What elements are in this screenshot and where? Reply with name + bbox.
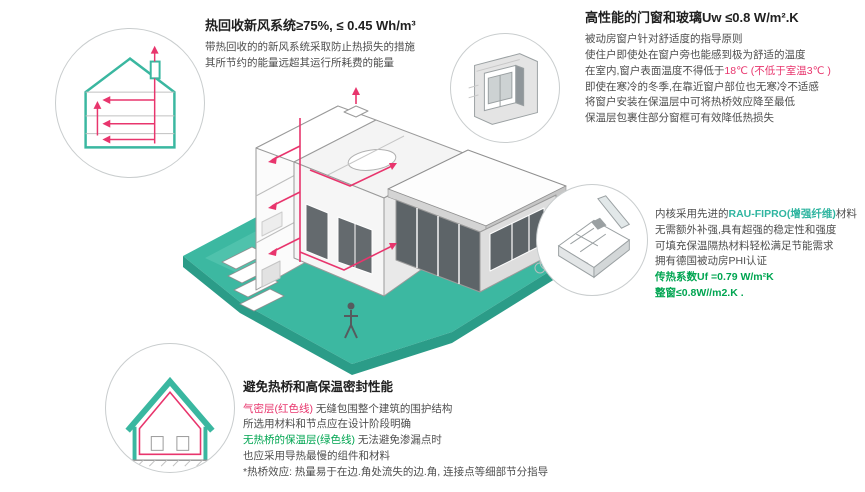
ventilation-body-line1: 带热回收的的新风系统采取防止热损失的措施	[205, 41, 415, 54]
frame-body-line6: 整窗≤0.8W//m2.K .	[655, 286, 744, 299]
thermal-p2-lead: 无热桥的保温层(绿色线)	[243, 434, 355, 447]
thermal-envelope-illustration	[121, 376, 219, 467]
frame-body-line4: 拥有德国被动房PHI认证	[655, 255, 768, 268]
frame-body-line2: 无需额外补强,具有超强的稳定性和强度	[655, 223, 837, 236]
frame-line1-highlight: RAU-FIPRO(增强纤维)	[728, 208, 836, 220]
callout-circle-window-detail	[450, 33, 560, 143]
thermal-callout-text: 避免热桥和高保温密封性能 气密层(红色线) 无缝包围整个建筑的围护结构 所选用材…	[243, 380, 563, 480]
frame-line1-pre: 内核采用先进的	[655, 208, 729, 220]
frame-body-line3: 可填充保温隔热材料轻松满足节能需求	[655, 239, 834, 252]
ventilation-section-illustration	[84, 45, 176, 149]
thermal-p1-line1: 气密层(红色线) 无缝包围整个建筑的围护结构	[243, 403, 452, 415]
window-body-line3-black: 在室内,窗户表面温度不得低于	[585, 64, 725, 77]
window-title: 高性能的门窗和玻璃Uw ≤0.8 W/m².K	[585, 10, 799, 25]
frame-body-line5: 传热系数Uf =0.79 W/m²K	[655, 271, 774, 283]
window-body-line5: 将窗户安装在保温层中可将热桥效应降至最低	[585, 96, 795, 109]
thermal-p1-lead: 气密层(红色线)	[243, 402, 313, 415]
ventilation-title: 热回收新风系统≥75%, ≤ 0.45 Wh/m³	[205, 18, 416, 33]
thermal-p1-line2: 所选用材料和节点应在设计阶段明确	[243, 418, 411, 431]
frame-profile-illustration	[557, 195, 631, 279]
ventilation-ducts	[268, 87, 397, 271]
callout-circle-thermal-bridge	[105, 343, 235, 473]
thermal-p2-line2: 也应采用导热最慢的组件和材料	[243, 449, 390, 462]
person-figure	[344, 302, 358, 339]
callout-circle-frame-profile	[536, 184, 648, 296]
thermal-p2-rest: 无法避免渗漏点时	[355, 434, 442, 447]
window-body-line4: 即使在寒冷的冬季,在靠近窗户部位也无寒冷不适感	[585, 80, 819, 93]
window-callout-text: 高性能的门窗和玻璃Uw ≤0.8 W/m².K 被动房窗户针对舒适度的指导原则 …	[585, 10, 863, 127]
thermal-title: 避免热桥和高保温密封性能	[243, 380, 394, 394]
window-body-line6: 保温层包裹住部分窗框可有效降低热损失	[585, 112, 774, 124]
window-body-line1: 被动房窗户针对舒适度的指导原则	[585, 33, 743, 46]
frame-line1-post: 材料	[835, 208, 857, 220]
ventilation-callout-text: 热回收新风系统≥75%, ≤ 0.45 Wh/m³ 带热回收的的新风系统采取防止…	[205, 18, 505, 72]
window-detail-illustration	[468, 53, 538, 125]
callout-circle-ventilation	[55, 28, 205, 178]
window-body-line3-red: 18℃ (不低于室温3℃ )	[724, 64, 831, 77]
window-body-line3: 在室内,窗户表面温度不得低于18℃ (不低于室温3℃ )	[585, 65, 831, 77]
ventilation-body-line2: 其所节约的能量远超其运行所耗费的能量	[205, 57, 394, 69]
frame-body-line1: 内核采用先进的RAU-FIPRO(增强纤维)材料	[655, 208, 857, 220]
thermal-p2-line1: 无热桥的保温层(绿色线) 无法避免渗漏点时	[243, 434, 442, 446]
window-body-line2: 使住户即使处在窗户旁也能感到极为舒适的温度	[585, 49, 806, 61]
thermal-p1-rest: 无缝包围整个建筑的围护结构	[313, 402, 453, 415]
thermal-footnote: *热桥效应: 热量易于在边.角处流失的边.角, 连接点等细部节分指导	[243, 465, 549, 478]
frame-callout-text: 内核采用先进的RAU-FIPRO(增强纤维)材料 无需额外补强,具有超强的稳定性…	[655, 207, 865, 302]
